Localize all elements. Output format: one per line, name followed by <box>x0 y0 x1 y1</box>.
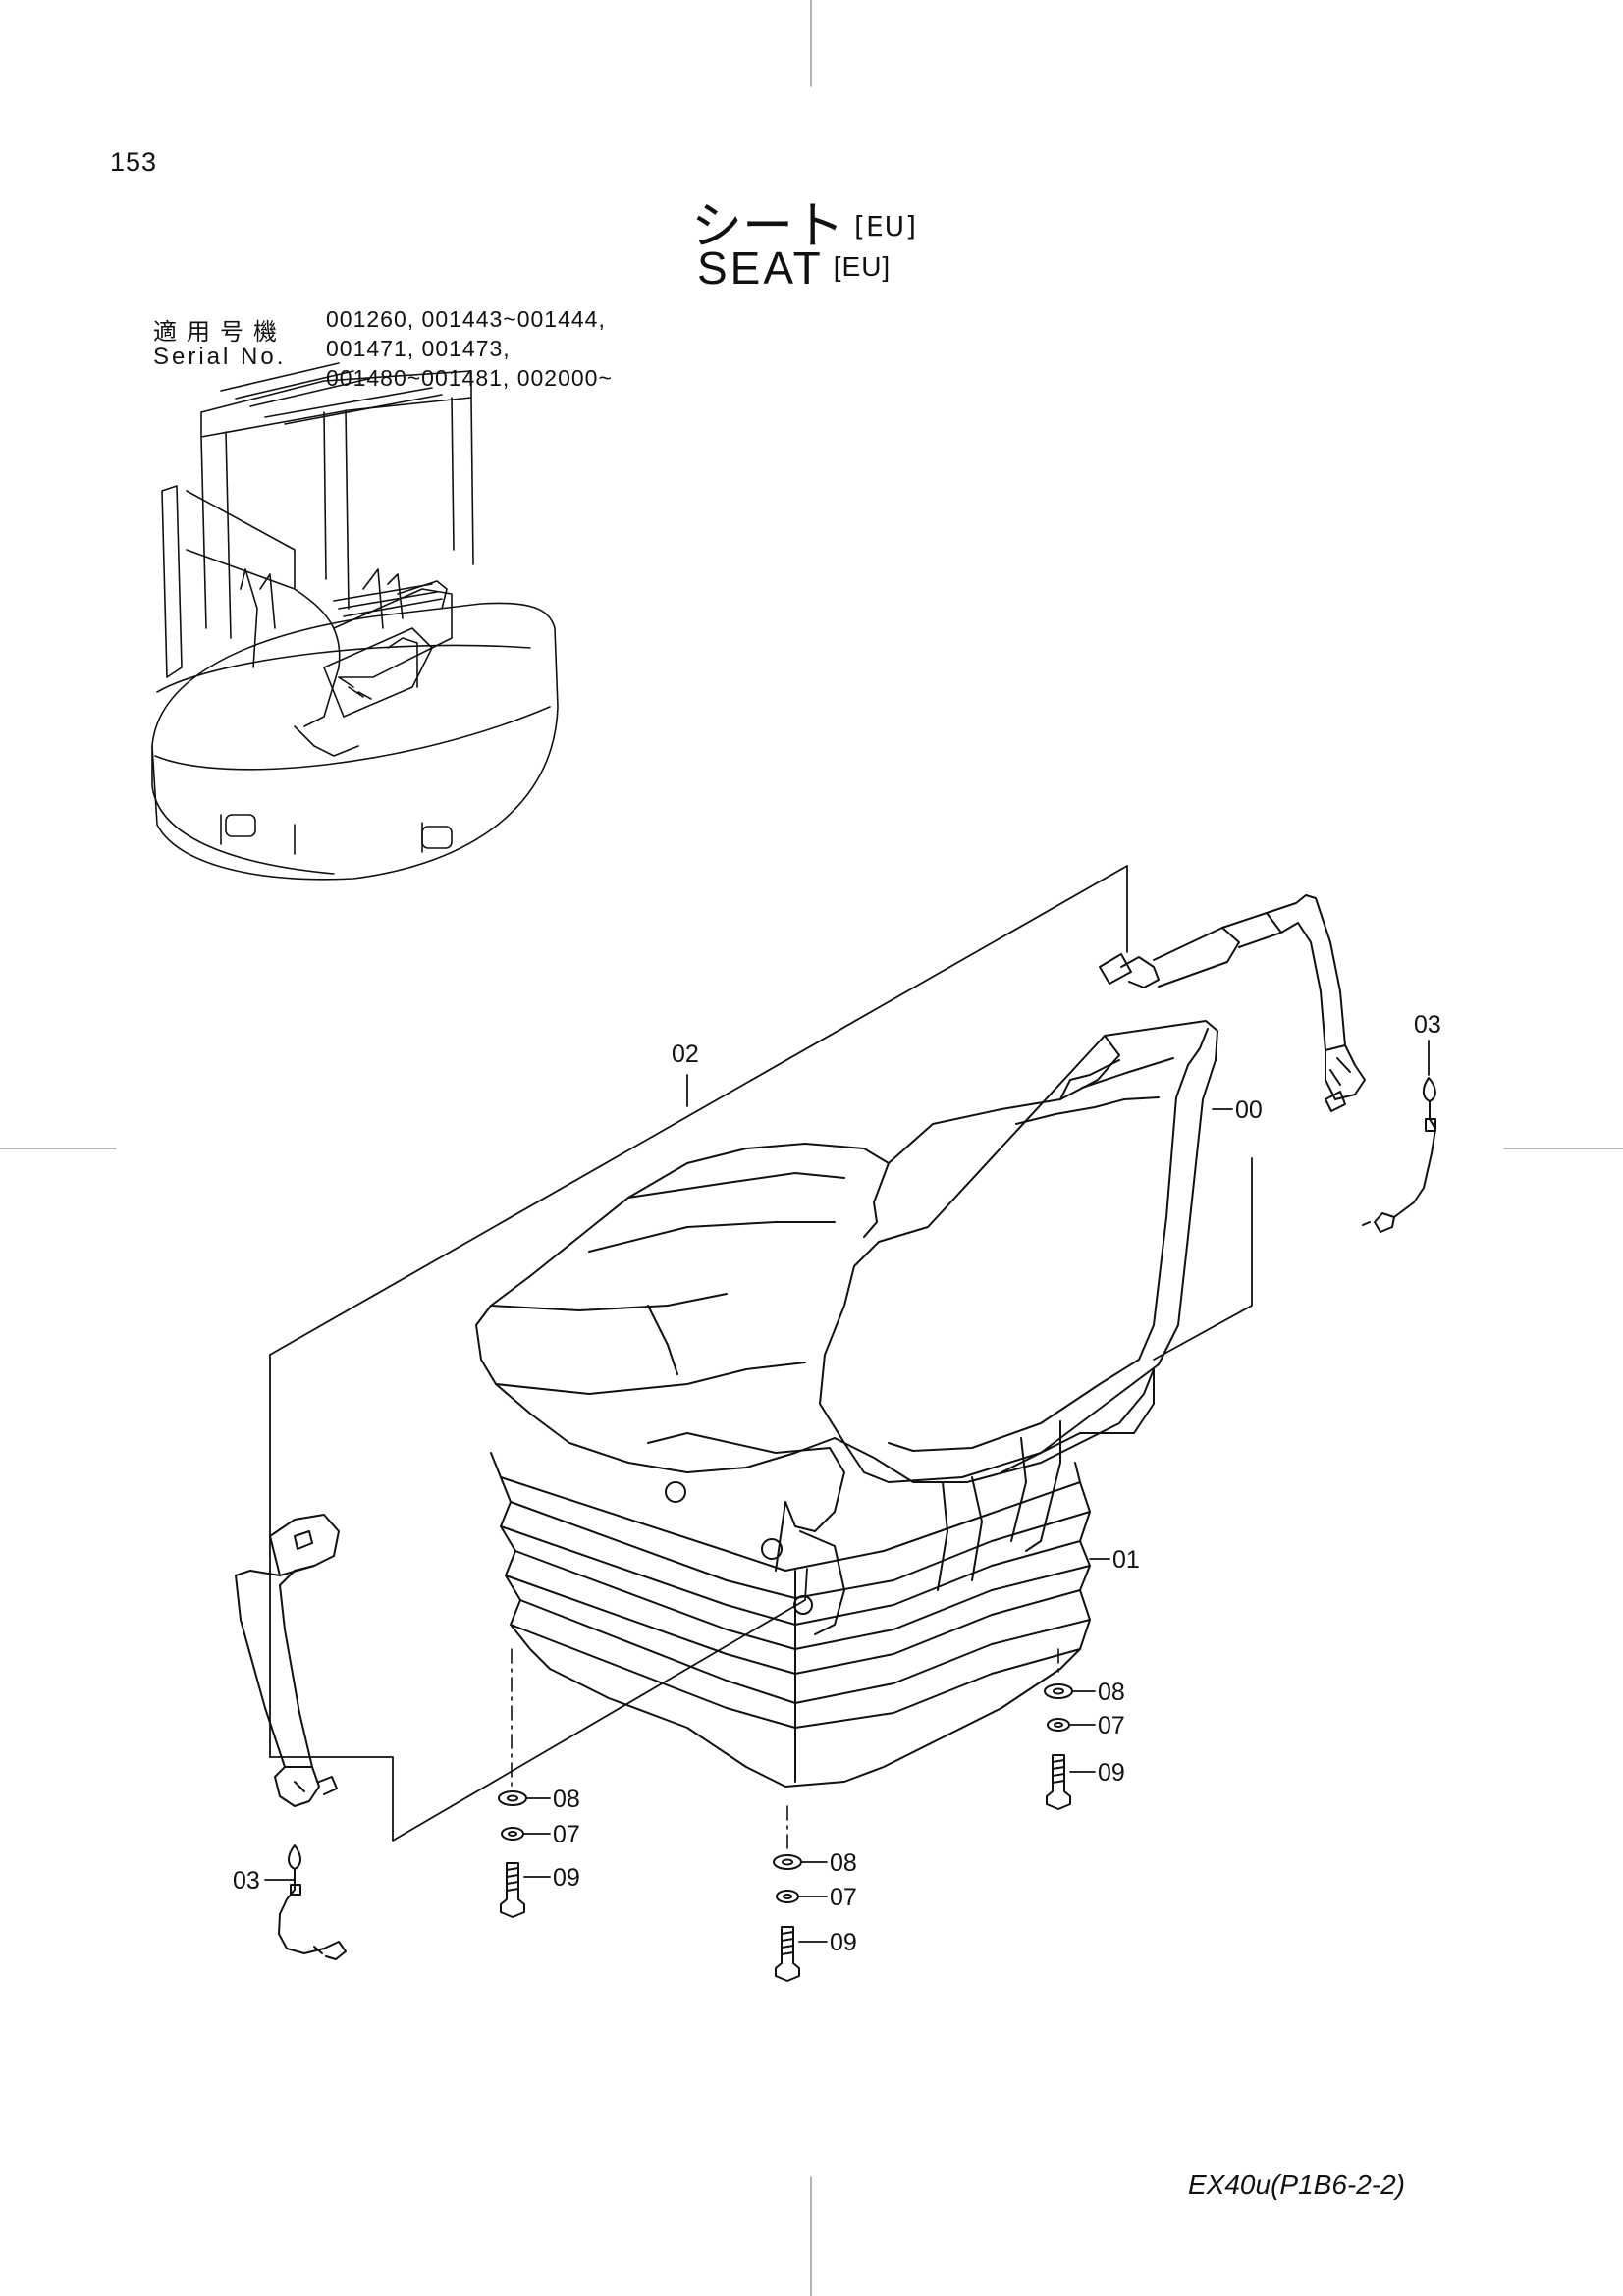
belt-group-leader-lines <box>269 865 1253 1842</box>
callout-seat: 00 <box>1235 1096 1263 1124</box>
title-jp-region: [EU] <box>854 210 918 242</box>
wire-rope-left <box>278 1844 347 1960</box>
callout-suspension: 01 <box>1112 1546 1140 1574</box>
callout-seat-belt: 02 <box>672 1041 699 1068</box>
callout-wire-right: 03 <box>1414 1011 1441 1039</box>
model-reference: EX40u(P1B6-2-2) <box>1188 2169 1406 2200</box>
serial-label-english: Serial No. <box>153 344 287 370</box>
serial-line-1: 001260, 001443~001444, <box>326 306 606 332</box>
serial-number-list: 001260, 001443~001444, 001471, 001473, 0… <box>326 304 613 393</box>
callout-lock-washer-middle: 07 <box>830 1884 857 1911</box>
callout-bolt-right: 09 <box>1098 1759 1125 1787</box>
callout-lock-washer-right: 07 <box>1098 1712 1125 1739</box>
seat-belt-tongue-half <box>1099 894 1366 1112</box>
callout-lock-washer-left: 07 <box>553 1821 580 1848</box>
seat-drawing <box>475 1020 1218 1788</box>
serial-label-japanese: 適用号機 <box>153 318 287 346</box>
callout-washer-middle: 08 <box>830 1849 857 1877</box>
callout-washer-left: 08 <box>553 1786 580 1813</box>
seat-belt-buckle-half <box>235 1514 340 1807</box>
wire-rope-right <box>1362 1077 1436 1233</box>
fastener-leader-lines <box>511 1648 1059 1851</box>
callout-leaders <box>264 1040 1430 1943</box>
serial-line-2: 001471, 001473, <box>326 336 511 361</box>
title-en-region: [EU] <box>833 251 892 282</box>
callout-washer-right: 08 <box>1098 1679 1125 1706</box>
page-title-english: SEAT [EU] <box>697 241 891 294</box>
title-en-text: SEAT <box>697 242 824 294</box>
page-title-japanese: シート [EU] <box>691 185 917 258</box>
callout-bolt-middle: 09 <box>830 1929 857 1956</box>
callout-labels: 00 01 02 03 03 08 07 09 08 07 09 08 07 0… <box>233 1011 1441 1956</box>
hardware-stack-left <box>498 1790 527 1918</box>
callout-bolt-left: 09 <box>553 1864 580 1892</box>
title-jp-text: シート <box>691 197 845 256</box>
page-number: 153 <box>110 147 158 177</box>
machine-locator-drawing <box>151 362 559 881</box>
callout-wire-left: 03 <box>233 1867 260 1895</box>
hardware-stack-right <box>1044 1683 1073 1810</box>
hardware-stack-middle <box>773 1854 802 1982</box>
